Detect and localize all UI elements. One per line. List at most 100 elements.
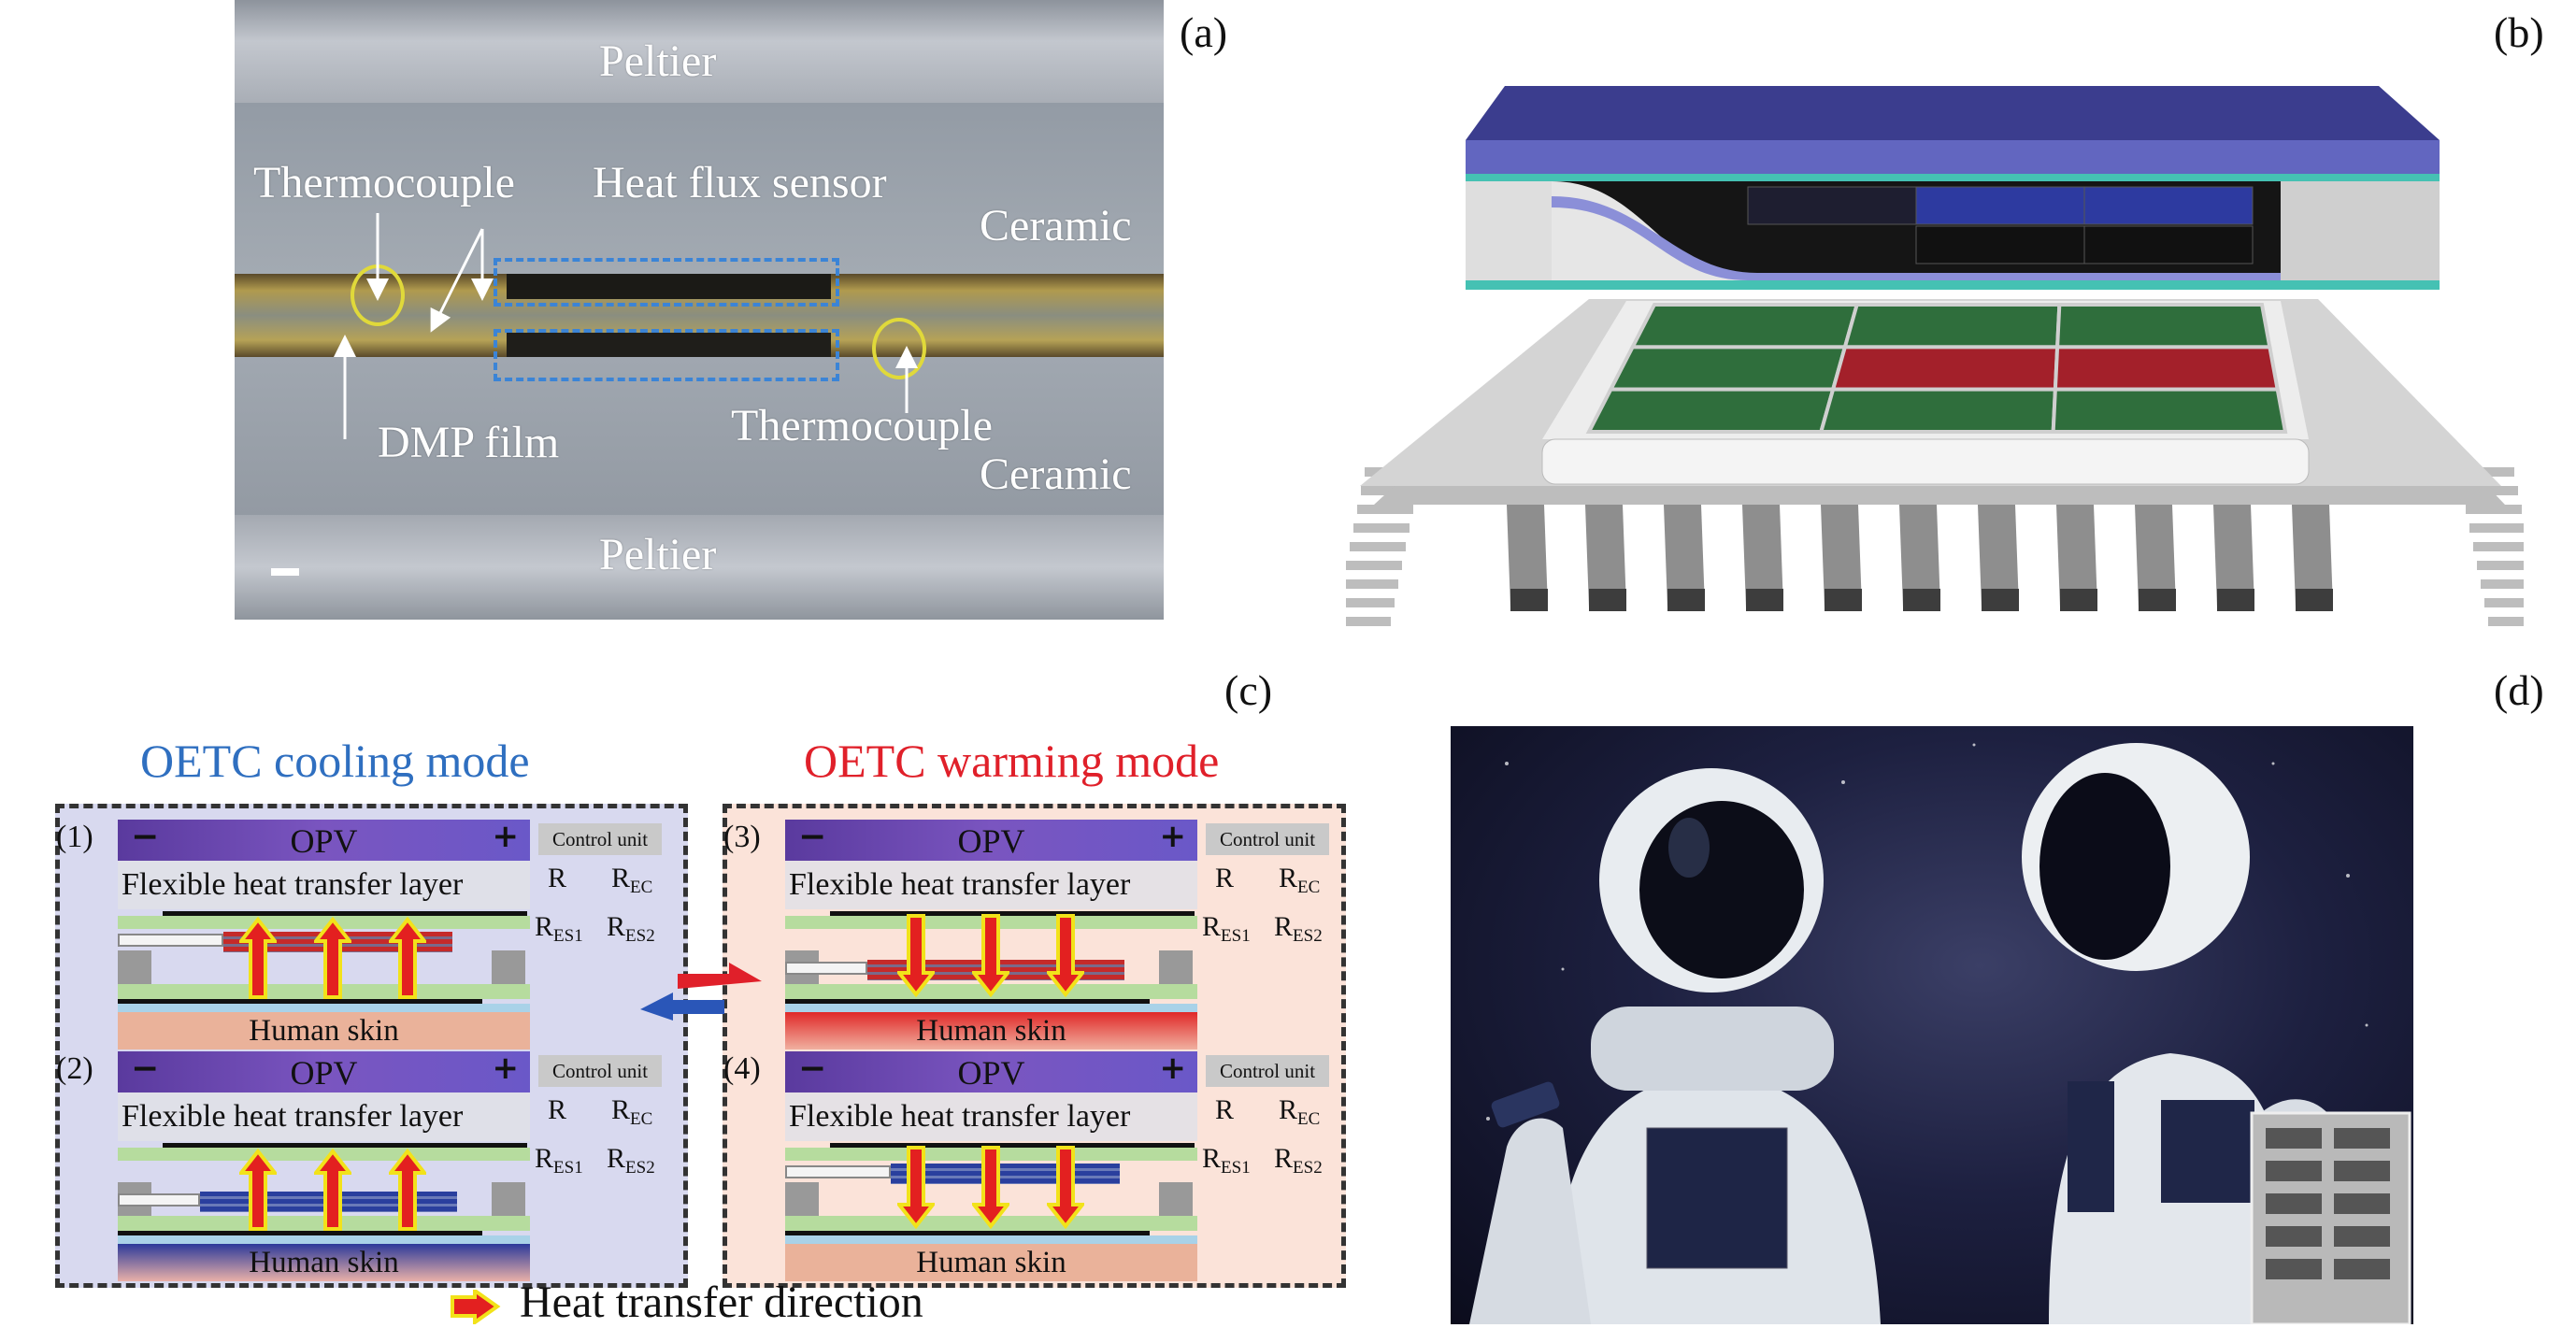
r-symbol: R <box>1202 911 1222 942</box>
heat-arrow-up-icon <box>239 917 277 999</box>
chip-pin <box>1978 505 2019 607</box>
label-thermocouple-right: Thermocouple <box>731 401 993 450</box>
r-symbol: R <box>1215 1094 1235 1125</box>
annotation-arrows <box>334 213 918 439</box>
r-symbol: R <box>611 863 631 893</box>
chip-side-pin <box>1346 598 1395 607</box>
chip-side-pin <box>2484 598 2524 607</box>
chip-side-pin <box>1346 617 1391 626</box>
plus-terminal-icon: + <box>492 818 520 855</box>
support-block-right <box>1159 1182 1193 1216</box>
chip-side-pin <box>1350 542 1406 551</box>
flex-connector <box>785 1165 891 1178</box>
chip-pin-foot <box>1746 589 1783 611</box>
chip-pin-foot <box>1510 589 1548 611</box>
panel-label-a: (a) <box>1180 8 1228 56</box>
panel-label-c: (c) <box>1224 666 1273 714</box>
flexible-heat-transfer-layer: Flexible heat transfer layer <box>785 1092 1197 1141</box>
sensor-strip-top <box>507 274 831 299</box>
flexible-heat-transfer-layer: Flexible heat transfer layer <box>118 1092 530 1141</box>
switch-res2-label: RES2 <box>607 1143 655 1177</box>
r-subscript: EC <box>630 1109 653 1129</box>
chip-pin <box>2213 505 2254 607</box>
flexible-heat-transfer-layer: Flexible heat transfer layer <box>118 861 530 909</box>
label-heat-flux-sensor: Heat flux sensor <box>593 158 887 207</box>
control-unit: Control unit <box>1206 1055 1329 1087</box>
panel-a-photo: Peltier Thermocouple Heat flux sensor Ce… <box>235 0 1164 620</box>
flex-connector <box>118 1193 200 1207</box>
label-thermocouple-left: Thermocouple <box>253 158 515 207</box>
thermocouple-circle-right <box>872 318 926 379</box>
green-layer-top <box>118 1148 530 1161</box>
label-dmp-film: DMP film <box>378 418 560 467</box>
plus-terminal-icon: + <box>492 1050 520 1087</box>
r-subscript: EC <box>1297 1109 1321 1129</box>
heat-arrow-down-icon <box>1047 914 1084 997</box>
blue-interface-layer <box>118 1004 530 1012</box>
heat-arrow-up-icon <box>314 917 351 999</box>
black-electrode-top <box>163 1143 527 1148</box>
heat-arrow-down-icon <box>1047 1146 1084 1229</box>
chip-tile <box>2053 345 2281 392</box>
chip-pin-foot <box>1589 589 1626 611</box>
heat-arrow-up-icon <box>314 1149 351 1231</box>
opv-label: OPV <box>290 822 358 860</box>
lid-front <box>1466 140 2440 174</box>
switch-res2-label: RES2 <box>607 911 655 945</box>
plus-terminal-icon: + <box>1159 818 1187 855</box>
switch-r-label: R <box>548 1094 566 1126</box>
cooling-mode-title: OETC cooling mode <box>140 735 530 787</box>
chip-pin <box>2292 505 2333 607</box>
switch-res1-label: RES1 <box>1202 1143 1251 1177</box>
chip-pin-foot <box>1982 589 2019 611</box>
black-electrode-bottom <box>785 1231 1150 1235</box>
minus-terminal-icon: − <box>798 1050 827 1088</box>
astronaut-scene <box>1469 743 2411 1324</box>
black-electrode-bottom <box>118 1231 482 1235</box>
label-peltier-bottom: Peltier <box>599 530 717 579</box>
r-subscript: ES1 <box>553 926 583 946</box>
label-peltier-top: Peltier <box>599 36 717 86</box>
opv-label: OPV <box>957 822 1025 860</box>
minus-terminal-icon: − <box>131 1050 160 1088</box>
panel-label-d: (d) <box>2494 666 2544 714</box>
blue-interface-layer <box>785 1004 1197 1012</box>
minus-terminal-icon: − <box>798 818 827 856</box>
ceramic-bottom-band <box>235 357 1164 515</box>
human-skin-layer: Human skin <box>118 1244 530 1281</box>
heat-transfer-arrow-icon <box>451 1290 501 1324</box>
switch-res2-label: RES2 <box>1274 911 1323 945</box>
legend-heat-transfer-direction: Heat transfer direction <box>520 1278 923 1327</box>
support-block-left <box>118 950 151 984</box>
chip-side-pin <box>2473 542 2524 551</box>
lid-teal-strip <box>1466 174 2440 181</box>
control-unit: Control unit <box>538 823 662 855</box>
heat-arrow-down-icon <box>897 914 935 997</box>
switch-r-label: R <box>1215 1094 1234 1126</box>
switch-res1-label: RES1 <box>535 1143 583 1178</box>
chip-pin-foot <box>2139 589 2176 611</box>
r-symbol: R <box>1279 863 1298 893</box>
heat-arrow-down-icon <box>972 914 1009 997</box>
subpanel-number: (3) <box>723 820 761 854</box>
r-subscript: ES2 <box>1293 1158 1323 1178</box>
r-subscript: ES1 <box>1221 926 1251 946</box>
switch-r-label: R <box>1215 863 1234 894</box>
switch-r-label: R <box>548 863 566 894</box>
chip-pin <box>1899 505 1940 607</box>
human-skin-layer: Human skin <box>785 1244 1197 1281</box>
heat-arrow-up-icon <box>389 1149 426 1231</box>
heat-arrow-up-icon <box>389 917 426 999</box>
support-block-left <box>785 1182 819 1216</box>
r-subscript: ES1 <box>553 1158 583 1178</box>
sensor-strip-bottom <box>507 333 831 357</box>
r-symbol: R <box>1279 1094 1298 1125</box>
chip-tile <box>1818 387 2057 434</box>
plus-terminal-icon: + <box>1159 1050 1187 1087</box>
chip-pin-foot <box>1667 589 1705 611</box>
heat-arrow-down-icon <box>897 1146 935 1229</box>
chip-pin <box>1821 505 1862 607</box>
